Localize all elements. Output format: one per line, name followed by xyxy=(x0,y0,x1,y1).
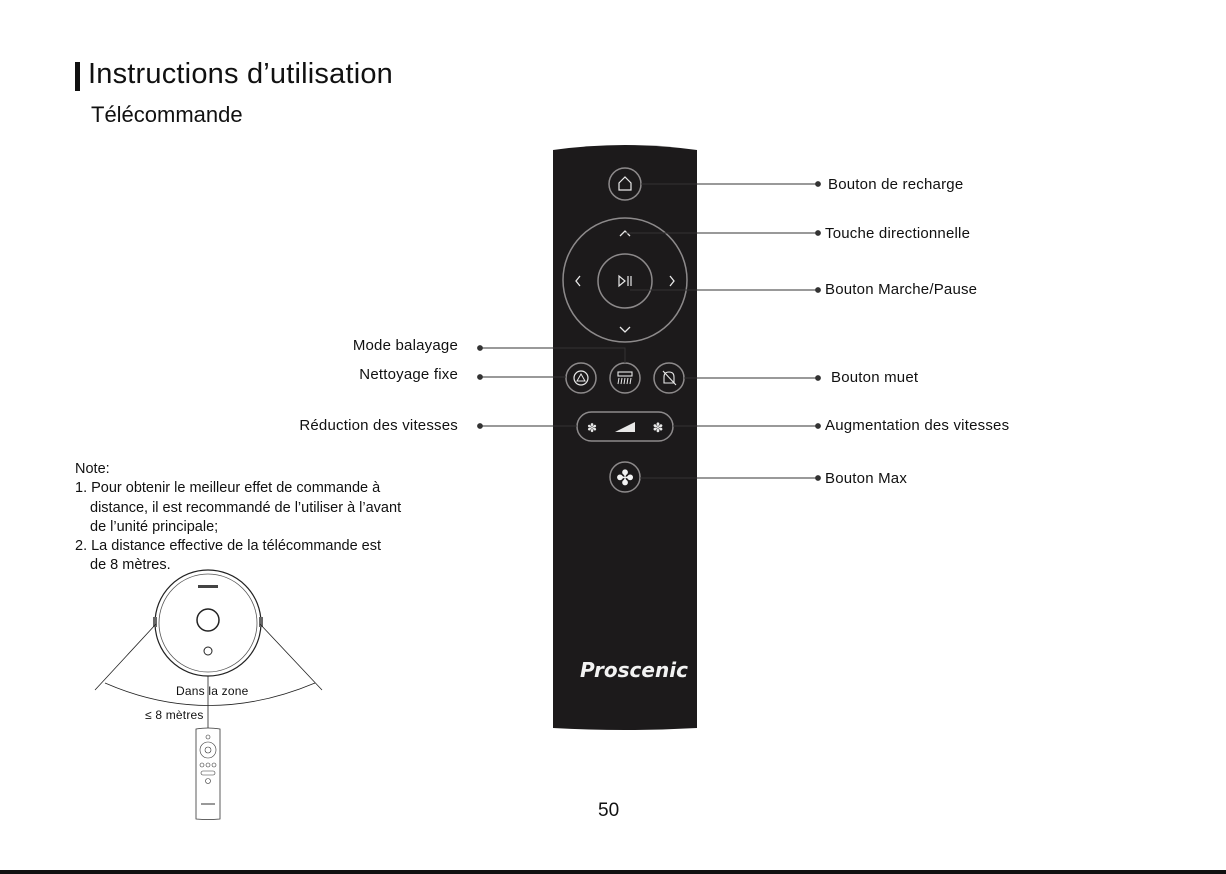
label-direction-key: Touche directionnelle xyxy=(825,225,971,242)
brush-icon xyxy=(617,371,633,377)
arrow-right-icon xyxy=(669,275,675,287)
zone-label: Dans la zone xyxy=(176,684,249,698)
sweep-icon xyxy=(573,370,589,386)
bottom-rule xyxy=(0,870,1226,874)
label-mute-button: Bouton muet xyxy=(831,369,919,386)
range-diagram xyxy=(94,569,323,820)
note-line-2: distance, il est recommandé de l’utilise… xyxy=(90,499,402,516)
distance-label: ≤ 8 mètres xyxy=(145,708,204,722)
arrow-up-icon xyxy=(619,230,631,237)
home-icon xyxy=(618,176,632,191)
page-subtitle: Télécommande xyxy=(91,102,243,127)
label-play-pause-button: Bouton Marche/Pause xyxy=(825,281,978,298)
bell-slash-icon xyxy=(663,371,675,384)
label-speed-down: Réduction des vitesses xyxy=(299,417,458,434)
remote-body xyxy=(553,145,697,730)
label-sweep-mode: Mode balayage xyxy=(352,337,458,354)
usage-note: Note: 1. Pour obtenir le meilleur effet … xyxy=(75,460,401,576)
note-heading: Note: xyxy=(75,461,110,477)
fan-icon: ✤ xyxy=(616,466,634,490)
title-bar-accent xyxy=(75,62,80,91)
speed-level-icon xyxy=(615,422,635,432)
note-line-1: 1. Pour obtenir le meilleur effet de com… xyxy=(75,480,381,497)
brand-logo: Proscenic xyxy=(580,658,688,682)
direction-pad[interactable] xyxy=(562,217,688,343)
max-button[interactable]: ✤ xyxy=(609,461,641,493)
speed-down-icon: ✽ xyxy=(587,421,597,435)
label-recharge-button: Bouton de recharge xyxy=(828,176,964,193)
note-line-5: de 8 mètres. xyxy=(90,557,171,574)
play-pause-button[interactable] xyxy=(597,253,653,309)
label-speed-up: Augmentation des vitesses xyxy=(825,417,1010,434)
mini-remote xyxy=(195,727,221,820)
note-line-4: 2. La distance effective de la télécomma… xyxy=(75,538,382,555)
play-pause-icon xyxy=(618,274,626,288)
speed-up-icon: ✽ xyxy=(653,421,664,436)
right-callout-lines xyxy=(625,181,821,481)
note-line-3: de l’unité principale; xyxy=(90,518,219,535)
label-max-button: Bouton Max xyxy=(825,470,908,487)
left-callout-lines xyxy=(477,345,626,429)
page-number: 50 xyxy=(598,800,620,821)
label-fixed-clean: Nettoyage fixe xyxy=(359,366,458,383)
sweep-mode-button[interactable] xyxy=(565,362,597,394)
arrow-down-icon xyxy=(619,326,631,333)
arrow-left-icon xyxy=(575,275,581,287)
robot-vacuum xyxy=(153,569,263,677)
page-title: Instructions d’utilisation xyxy=(88,58,394,90)
